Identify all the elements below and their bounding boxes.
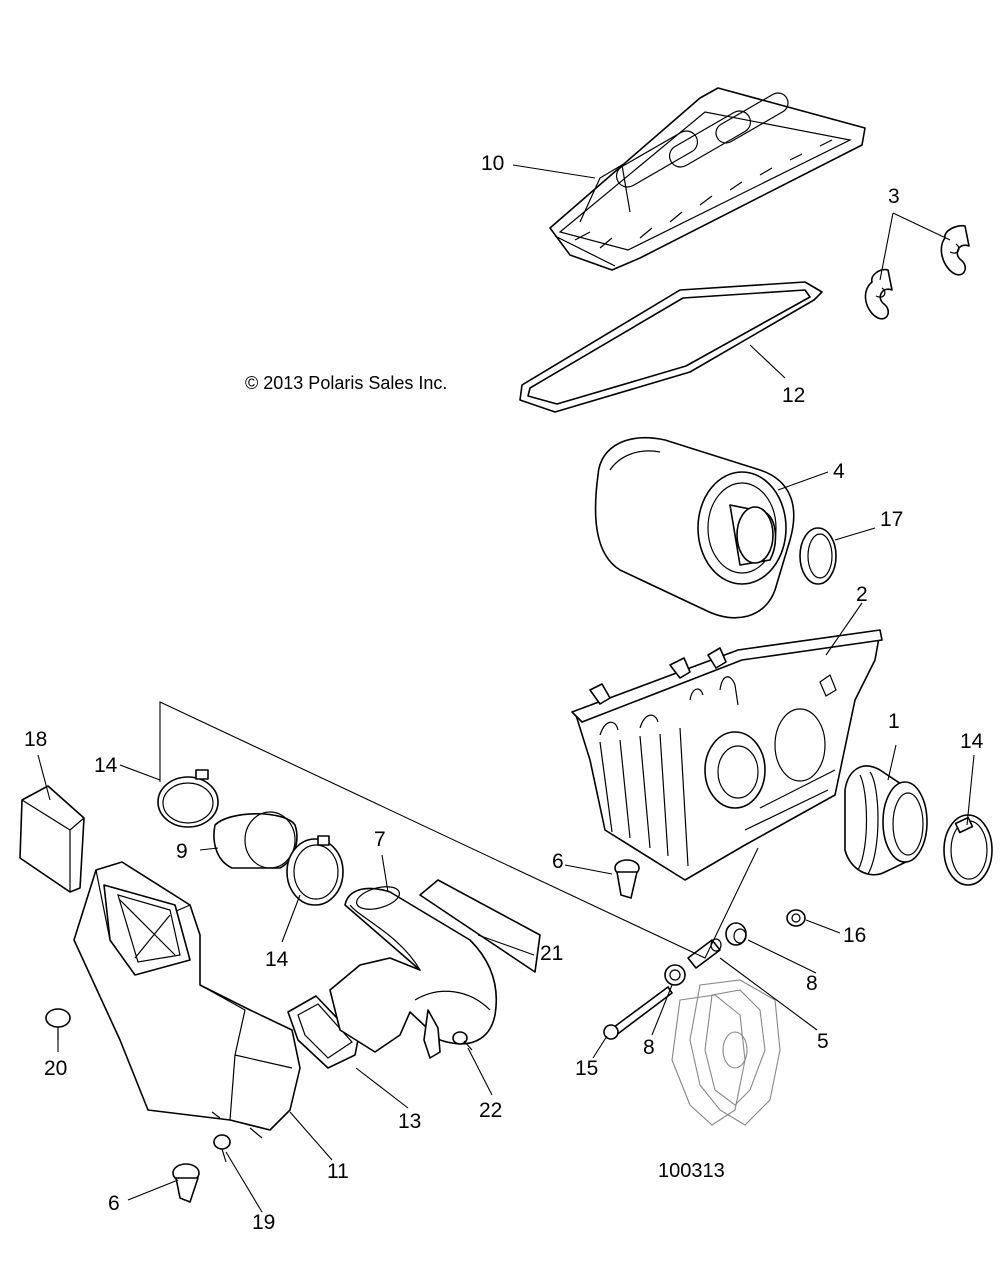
part-14-clamp-upper: [157, 769, 219, 828]
part-16-nut: [786, 909, 806, 927]
leader-lines: [37, 164, 975, 1213]
part-8-bushing-right: [725, 922, 747, 946]
part-19-bolt: [213, 1134, 231, 1163]
callout-9: 9: [176, 840, 188, 863]
group-bracket: [159, 701, 759, 959]
part-13-seal: [287, 995, 359, 1069]
callout-13: 13: [398, 1110, 421, 1133]
part-6-grommet-lower: [172, 1163, 200, 1203]
callout-19: 19: [252, 1211, 275, 1234]
callout-14-upper: 14: [94, 754, 118, 777]
callout-14-lower: 14: [265, 948, 289, 971]
part-21-panel: [419, 879, 541, 973]
part-2-airbox-base: [571, 629, 883, 881]
part-4-air-filter: [594, 436, 795, 619]
callout-6-upper: 6: [552, 850, 564, 873]
reference-number: 100313: [658, 1160, 725, 1182]
part-17-clamp: [799, 527, 837, 585]
part-1-boot: [844, 765, 928, 876]
part-5-spacer: [687, 938, 722, 969]
part-7-intake-tube: [329, 886, 498, 1059]
callout-22: 22: [479, 1099, 502, 1122]
part-3-clips: [864, 224, 970, 320]
callout-16: 16: [843, 924, 866, 947]
part-12-seal: [519, 281, 823, 413]
callout-1: 1: [888, 710, 900, 733]
callout-6-lower: 6: [108, 1192, 120, 1215]
callout-12: 12: [782, 384, 805, 407]
callout-7: 7: [374, 828, 386, 851]
part-15-bolt: [603, 986, 673, 1040]
part-18-pad: [19, 785, 85, 893]
part-9-sleeve: [213, 811, 298, 869]
part-14-clamp-right: [943, 814, 993, 886]
part-11-intake-duct: [73, 861, 301, 1139]
callout-15: 15: [575, 1057, 598, 1080]
callout-20: 20: [44, 1057, 67, 1080]
callout-2: 2: [856, 583, 868, 606]
part-14-clamp-lower: [286, 835, 344, 906]
part-6-grommet-upper: [614, 859, 640, 899]
callout-4: 4: [833, 460, 845, 483]
part-10-airbox-cover: [549, 87, 866, 271]
part-8-bushing-left: [664, 964, 686, 986]
reference-bracket: [671, 979, 781, 1126]
callout-10: 10: [481, 152, 504, 175]
callout-11: 11: [327, 1160, 349, 1183]
part-22-bolt: [452, 1031, 473, 1051]
callout-18: 18: [24, 728, 47, 751]
callout-17: 17: [880, 508, 903, 531]
part-20-rivet: [45, 1008, 71, 1040]
copyright-text: © 2013 Polaris Sales Inc.: [245, 373, 447, 393]
callout-8-right: 8: [806, 972, 818, 995]
callout-3: 3: [888, 185, 900, 208]
callout-8-left: 8: [643, 1036, 655, 1059]
callout-5: 5: [817, 1030, 829, 1053]
callout-14-right: 14: [960, 730, 984, 753]
callout-21: 21: [540, 942, 563, 965]
